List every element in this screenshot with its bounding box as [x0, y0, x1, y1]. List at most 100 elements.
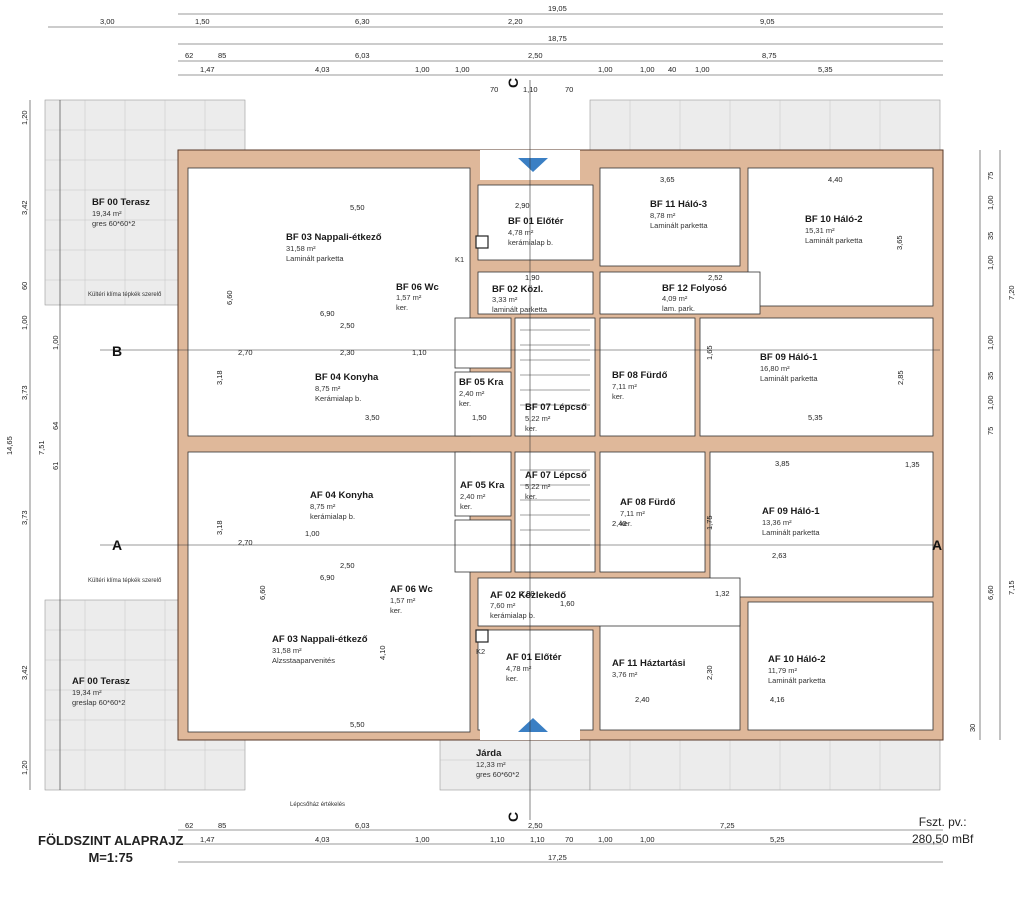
svg-text:AF 10 Háló-2: AF 10 Háló-2 [768, 654, 826, 665]
inner-dim: 3,50 [365, 413, 380, 422]
svg-text:3,76 m²: 3,76 m² [612, 670, 638, 679]
note-left-top: Kültéri klíma tépkék szerelő [88, 292, 162, 298]
svg-text:4,09 m²: 4,09 m² [662, 294, 688, 303]
svg-text:ker.: ker. [525, 492, 537, 501]
svg-text:Laminált parketta: Laminált parketta [650, 221, 708, 230]
room-bf11: BF 11 Háló-3 8,78 m² Laminált parketta [650, 199, 708, 230]
dim-bottom-total: 17,25 [548, 853, 567, 862]
inner-dim: 2,40 [612, 519, 627, 528]
dim-top-total: 19,05 [548, 4, 567, 13]
dim-top-r1: 2,20 [508, 17, 523, 26]
svg-text:31,58 m²: 31,58 m² [272, 646, 302, 655]
svg-text:1,57 m²: 1,57 m² [396, 293, 422, 302]
inner-dim: 2,70 [238, 538, 253, 547]
svg-text:BF 02 Közl.: BF 02 Közl. [492, 284, 543, 295]
inner-dim: 1,65 [705, 345, 714, 360]
inner-dim: 6,90 [320, 573, 335, 582]
svg-text:12,33 m²: 12,33 m² [476, 760, 506, 769]
room-bf06: BF 06 Wc 1,57 m² ker. [396, 282, 439, 312]
inner-dim: 2,50 [340, 561, 355, 570]
inner-dim: 1,75 [705, 515, 714, 530]
dim-top-r3: 6,03 [355, 51, 370, 60]
svg-text:ker.: ker. [506, 674, 518, 683]
room-bf10: BF 10 Háló-2 15,31 m² Laminált parketta [805, 214, 863, 245]
dim-left: 1,00 [20, 315, 29, 330]
inner-dim: 2,40 [635, 695, 650, 704]
inner-dimensions: 5,50 6,60 6,90 2,50 2,70 3,18 2,30 1,10 … [215, 175, 905, 729]
dim-right: 1,00 [986, 195, 995, 210]
svg-text:5,22 m²: 5,22 m² [525, 414, 551, 423]
dim-left: 3,42 [20, 665, 29, 680]
svg-text:7,60 m²: 7,60 m² [490, 601, 516, 610]
svg-text:19,34 m²: 19,34 m² [72, 688, 102, 697]
inner-dim: 1,10 [412, 348, 427, 357]
dim-top-r4: 1,00 [455, 65, 470, 74]
inner-dim: 1,50 [472, 413, 487, 422]
room-bf05: BF 05 Kra 2,40 m² ker. [459, 377, 504, 408]
dim-left: 14,65 [5, 436, 14, 455]
dim-top-r4: 5,35 [818, 65, 833, 74]
inner-dim: 3,85 [775, 459, 790, 468]
dim-top-r1: 3,00 [100, 17, 115, 26]
svg-text:2,40 m²: 2,40 m² [460, 492, 486, 501]
total-area-label: Fszt. pv.: [918, 815, 967, 829]
svg-text:8,75 m²: 8,75 m² [315, 384, 341, 393]
svg-text:BF 01 Előtér: BF 01 Előtér [508, 216, 564, 227]
inner-dim: 2,30 [705, 665, 714, 680]
room-bf08: BF 08 Fürdő 7,11 m² ker. [612, 370, 668, 401]
svg-text:kerámialap b.: kerámialap b. [490, 611, 535, 620]
inner-dim: 2,52 [708, 273, 723, 282]
svg-text:ker.: ker. [396, 303, 408, 312]
inner-dim: 5,35 [808, 413, 823, 422]
inner-dim: 2,85 [896, 370, 905, 385]
room-bf03: BF 03 Nappali-étkező 31,58 m² Laminált p… [286, 232, 382, 263]
dim-top-r4: 1,47 [200, 65, 215, 74]
dim-left: 7,51 [37, 440, 46, 455]
dim-bottom-r2: 1,00 [415, 835, 430, 844]
inner-dim: 6,60 [225, 290, 234, 305]
inner-dim: 2,30 [340, 348, 355, 357]
dim-top-r2: 18,75 [548, 34, 567, 43]
dim-top-r4: 70 [565, 85, 573, 94]
dim-bottom-r2: 4,03 [315, 835, 330, 844]
dim-left: 61 [51, 462, 60, 470]
dim-bottom-r2: 1,10 [530, 835, 545, 844]
dim-left: 3,73 [20, 510, 29, 525]
dim-right: 1,35 [905, 460, 920, 469]
inner-dim: 3,65 [660, 175, 675, 184]
inner-dim: 1,90 [520, 589, 535, 598]
svg-text:Kerámialap b.: Kerámialap b. [315, 394, 361, 403]
dim-bottom-r1: 62 [185, 821, 193, 830]
inner-dim: 3,65 [895, 235, 904, 250]
section-mark-a-left: A [112, 537, 122, 553]
dim-right: 1,00 [986, 395, 995, 410]
inner-dim: 2,70 [238, 348, 253, 357]
dim-right: 75 [986, 172, 995, 180]
dim-bottom-r2: 1,00 [640, 835, 655, 844]
outer-walls [177, 149, 944, 741]
inner-dim: 5,50 [350, 203, 365, 212]
inner-dim: 6,60 [258, 585, 267, 600]
inner-dim: 4,40 [828, 175, 843, 184]
svg-text:AF 07 Lépcső: AF 07 Lépcső [525, 470, 587, 481]
inner-dim: 1,90 [525, 273, 540, 282]
svg-text:Laminált parketta: Laminált parketta [760, 374, 818, 383]
entry-arrow-bottom-icon [518, 718, 548, 732]
dim-left: 60 [20, 282, 29, 290]
svg-text:Laminált parketta: Laminált parketta [768, 676, 826, 685]
room-bf01: BF 01 Előtér 4,78 m² kerámialap b. [508, 216, 564, 247]
room-bf12: BF 12 Folyosó 4,09 m² lam. park. [662, 283, 727, 313]
dim-right: 7,15 [1007, 580, 1016, 595]
svg-text:kerámialap b.: kerámialap b. [508, 238, 553, 247]
svg-text:7,11 m²: 7,11 m² [620, 509, 645, 518]
svg-text:2,40 m²: 2,40 m² [459, 389, 485, 398]
dim-top-r4: 1,10 [523, 85, 538, 94]
svg-text:gres 60*60*2: gres 60*60*2 [92, 219, 135, 228]
dim-top-r4: 1,00 [415, 65, 430, 74]
svg-text:7,11 m²: 7,11 m² [612, 382, 637, 391]
dim-left: 3,42 [20, 200, 29, 215]
room-af03: AF 03 Nappali-étkező 31,58 m² Alzsstaapa… [272, 634, 368, 665]
svg-text:BF 00 Terasz: BF 00 Terasz [92, 197, 150, 208]
dim-left: 1,20 [20, 110, 29, 125]
svg-text:13,36 m²: 13,36 m² [762, 518, 792, 527]
